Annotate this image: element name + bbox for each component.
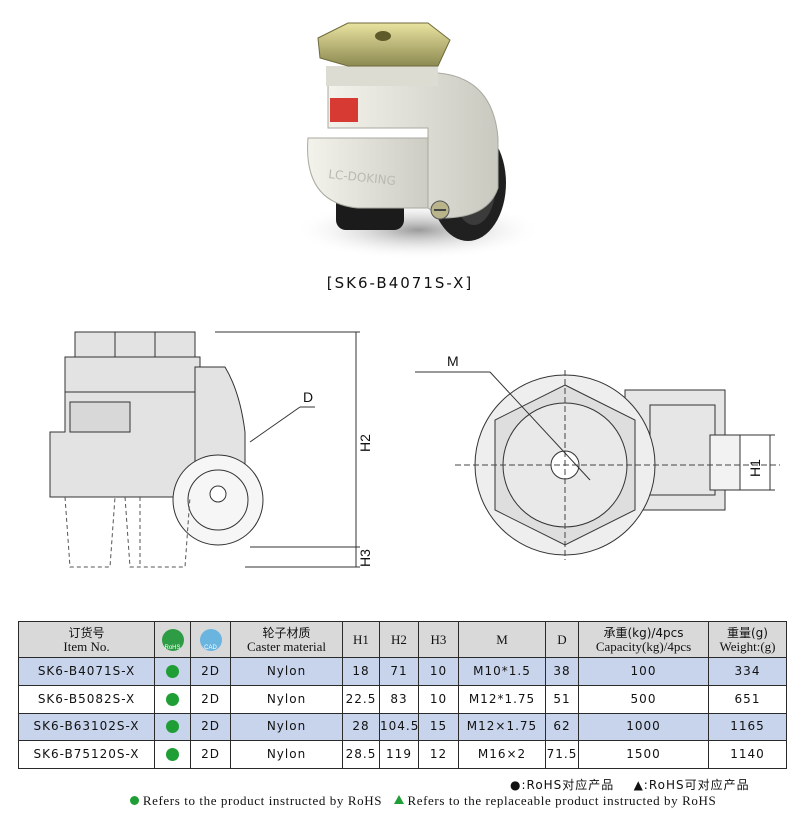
header-h1: H1 xyxy=(342,621,380,658)
side-view-drawing: D H2 H3 xyxy=(49,331,373,568)
green-dot-icon xyxy=(130,796,139,805)
front-label-h1: H1 xyxy=(747,459,763,477)
cad-badge-icon: CAD xyxy=(199,628,222,651)
product-photo: LC-DOKING xyxy=(293,22,543,260)
product-caption: [SK6-B4071S-X] xyxy=(326,274,474,292)
rohs-dot-icon xyxy=(166,692,179,706)
header-cad: CAD xyxy=(190,621,231,658)
front-label-m: M xyxy=(447,353,459,369)
legend-en: Refers to the product instructed by RoHS… xyxy=(130,793,716,809)
rohs-dot-icon xyxy=(166,664,179,678)
legend-zh-tri: ▲:RoHS可对应产品 xyxy=(633,778,750,792)
legend-zh: ●:RoHS对应产品 ▲:RoHS可对应产品 xyxy=(510,776,750,793)
front-view-drawing: M H1 xyxy=(415,353,780,560)
rohs-badge-icon: RoHS xyxy=(161,628,184,651)
side-label-h2: H2 xyxy=(357,434,373,452)
rohs-dot-icon xyxy=(166,720,179,734)
legend-zh-dot: ●:RoHS对应产品 xyxy=(510,778,615,792)
header-m: M xyxy=(458,621,546,658)
side-label-h3: H3 xyxy=(357,549,373,567)
header-h2: H2 xyxy=(379,621,419,658)
header-rohs: RoHS xyxy=(154,621,191,658)
legend-en-dot: Refers to the product instructed by RoHS xyxy=(142,793,383,808)
header-d: D xyxy=(545,621,579,658)
legend-en-tri: Refers to the replaceable product instru… xyxy=(407,793,717,808)
green-triangle-icon xyxy=(393,795,404,804)
header-h3: H3 xyxy=(418,621,459,658)
rohs-dot-icon xyxy=(166,748,179,762)
side-label-d: D xyxy=(303,389,313,405)
header-weight: 重量(g)Weight:(g) xyxy=(708,621,787,658)
